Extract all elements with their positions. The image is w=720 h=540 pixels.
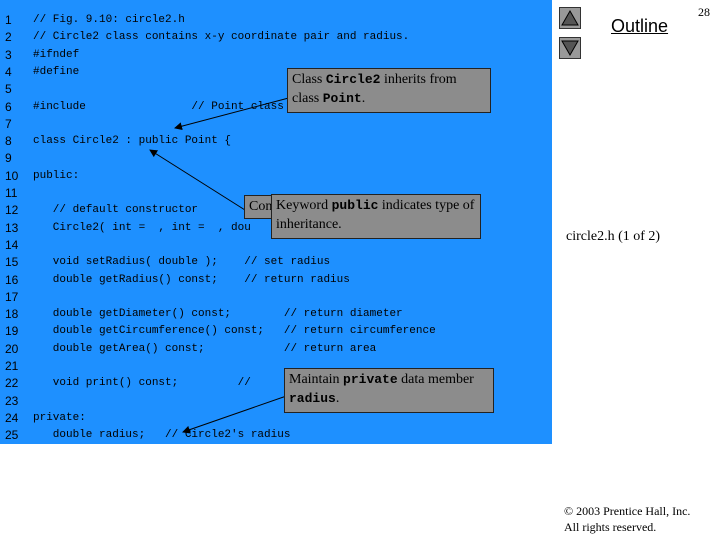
- callout-text: .: [361, 91, 366, 106]
- line-number: 5: [5, 82, 12, 97]
- code-line: double getArea() const; // return area: [33, 342, 377, 355]
- code-line: double getDiameter() const; // return di…: [33, 308, 403, 321]
- line-number: 16: [5, 272, 19, 287]
- callout-text: Class: [292, 72, 326, 87]
- code-line: double radius; // Circle2's radius: [33, 429, 291, 442]
- copyright: © 2003 Prentice Hall, Inc. All rights re…: [564, 503, 690, 535]
- code-line: public:: [33, 169, 80, 182]
- code-line: class Circle2 : public Point {: [33, 135, 232, 148]
- code-line: void setRadius( double ); // set radius: [33, 256, 331, 269]
- line-number: 15: [5, 255, 19, 270]
- callout-code: public: [331, 198, 379, 213]
- callout-text: inherits from class: [292, 72, 457, 106]
- line-number: 13: [5, 220, 19, 235]
- code-line: void print() const; //: [33, 377, 251, 390]
- line-number: 9: [5, 151, 12, 166]
- line-number: 6: [5, 99, 12, 114]
- code-line: Circle2( int = , int = , dou: [33, 221, 251, 234]
- line-number: 2: [5, 30, 12, 45]
- triangle-up-icon: [561, 9, 579, 26]
- line-number: 1: [5, 13, 12, 27]
- line-number: 14: [5, 237, 19, 252]
- line-number: 8: [5, 134, 12, 149]
- line-number: 19: [5, 324, 19, 339]
- callout-private-member: Maintain private data member radius.: [284, 368, 494, 413]
- line-number: 21: [5, 359, 19, 373]
- code-line: // Circle2 class contains x-y coordinate…: [33, 31, 410, 44]
- line-number: 23: [5, 393, 19, 408]
- callout-text: Maintain: [289, 372, 344, 387]
- line-number: 24: [5, 410, 19, 425]
- code-line: // default constructor: [33, 204, 199, 217]
- copyright-line-2: All rights reserved.: [564, 520, 657, 534]
- triangle-down-icon: [561, 40, 579, 57]
- line-number: 20: [5, 341, 19, 356]
- code-line: #ifndef: [33, 48, 80, 61]
- line-number: 22: [5, 376, 19, 391]
- code-line: double getRadius() const; // return radi…: [33, 273, 350, 286]
- line-number: 17: [5, 289, 19, 304]
- line-number: 25: [5, 428, 19, 443]
- code-line: private:: [33, 411, 86, 424]
- copyright-line-1: © 2003 Prentice Hall, Inc.: [564, 504, 691, 518]
- callout-text: .: [335, 391, 340, 406]
- line-number: 12: [5, 203, 19, 218]
- line-number: 10: [5, 168, 19, 183]
- callout-public-keyword: Keyword public indicates type of inherit…: [271, 194, 481, 239]
- callout-code: Circle2: [325, 72, 381, 87]
- callout-code: radius: [289, 391, 336, 406]
- callout-text: Con: [249, 199, 273, 214]
- callout-text: indicates type of inheritance.: [276, 198, 475, 232]
- code-line: #define: [33, 65, 80, 78]
- line-number: 11: [5, 186, 18, 200]
- outline-link[interactable]: Outline: [611, 16, 669, 36]
- file-label: circle2.h (1 of 2): [566, 229, 661, 244]
- callout-code: private: [343, 372, 398, 387]
- page-number: 28: [698, 5, 710, 19]
- code-line: // Fig. 9.10: circle2.h: [33, 14, 185, 26]
- callout-text: data member: [397, 372, 474, 387]
- callout-inherits: Class Circle2 inherits from class Point.: [287, 68, 491, 113]
- line-number: 18: [5, 307, 19, 322]
- previous-slide-button[interactable]: [559, 7, 581, 29]
- line-number: 3: [5, 47, 12, 62]
- line-number: 7: [5, 116, 12, 131]
- line-number: 4: [5, 64, 12, 79]
- callout-code: Point: [322, 91, 362, 106]
- code-line: #include // Point class: [33, 100, 284, 113]
- next-slide-button[interactable]: [559, 37, 581, 59]
- code-line: double getCircumference() const; // retu…: [33, 325, 436, 338]
- callout-text: Keyword: [276, 198, 332, 213]
